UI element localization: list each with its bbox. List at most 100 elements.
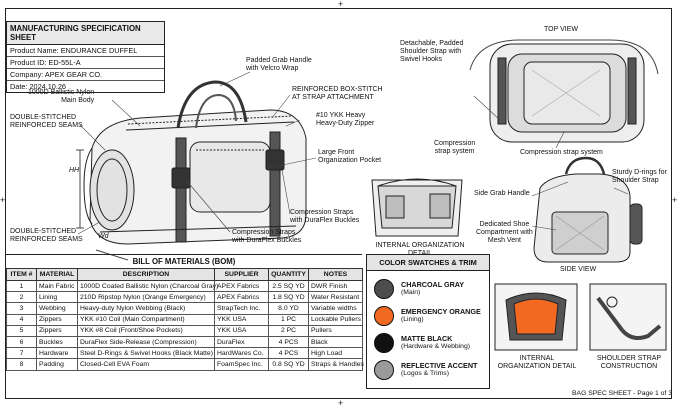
bom-col-quantity: QUANTITY <box>268 268 309 281</box>
cell: HardWares Co. <box>214 347 269 360</box>
callout-compression-straps-2: Compression Straps with DuraFlex Buckles <box>232 229 301 245</box>
cell: 6 <box>6 335 37 349</box>
callout-side-grab: Side Grab Handle <box>474 190 530 197</box>
callout-line: Shoulder Strap <box>612 177 659 185</box>
callout-line: INTERNAL <box>519 355 555 362</box>
cell: YKK #8 Coil (Front/Shoe Pockets) <box>77 324 215 337</box>
cell: 1.8 SQ YD <box>268 291 309 304</box>
cell: 210D Ripstop Nylon (Orange Emergency) <box>77 291 215 304</box>
inset-internal-organization <box>494 283 578 351</box>
cell: Heavy-duty Nylon Webbing (Black) <box>77 302 215 315</box>
swatches-title: COLOR SWATCHES & TRIM <box>367 255 489 271</box>
view-label-internal-small: INTERNAL ORGANIZATION DETAIL <box>496 355 578 371</box>
internal-detail-drawing <box>371 178 463 237</box>
swatch-dot <box>374 333 394 353</box>
callout-shoulder-strap: Detachable, Padded Shoulder Strap with S… <box>400 40 463 64</box>
swatch-name: EMERGENCY ORANGE <box>401 307 481 316</box>
cell: Steel D-Rings & Swivel Hooks (Black Matt… <box>77 347 215 360</box>
swatch-desc: (Lining) <box>401 316 424 323</box>
cell: Lining <box>36 291 78 304</box>
callout-line: Mesh Vent <box>487 237 521 245</box>
cell: 3 <box>6 302 37 315</box>
swatch-desc: (Hardware & Webbing) <box>401 343 471 350</box>
center-mark-right: + <box>672 195 678 205</box>
callout-line: Sturdy D-rings for <box>612 169 667 176</box>
callout-line: REINFORCED SEAMS <box>10 236 83 244</box>
callout-line: Dedicated Shoe <box>479 221 530 228</box>
callout-line: strap system <box>434 148 475 156</box>
cell: Black <box>308 335 363 349</box>
callout-double-stitched-bottom: DOUBLE-STITCHED REINFORCED SEAMS <box>10 228 83 244</box>
callout-line: SHOULDER STRAP <box>596 355 662 362</box>
view-label-internal: INTERNAL ORGANIZATION DETAIL <box>375 242 465 258</box>
swatch-dot <box>374 360 394 380</box>
cell: 8.0 YD <box>268 302 309 315</box>
cell: APEX Fabrics <box>214 279 269 293</box>
main-bag-drawing <box>76 71 317 261</box>
callout-line: Compression <box>434 140 476 147</box>
callout-line: Organization Pocket <box>318 157 382 165</box>
company: Company: APEX GEAR CO. <box>7 69 164 81</box>
callout-line: Shoulder Strap with <box>400 48 462 56</box>
callout-zipper: #10 YKK Heavy Heavy-Duty Zipper <box>316 112 374 128</box>
cell: 8 <box>6 358 37 371</box>
cell: DWR Finish <box>308 279 363 293</box>
callout-line: CONSTRUCTION <box>600 363 658 371</box>
cell: YKK #10 Coil (Main Compartment) <box>77 313 215 326</box>
callout-box-stitch: REINFORCED BOX-STITCH AT STRAP ATTACHMEN… <box>292 86 383 102</box>
cell: 4 PCS <box>268 347 309 360</box>
bom-header-row: ITEM # MATERIAL DESCRIPTION SUPPLIER QUA… <box>6 268 363 281</box>
side-view-drawing <box>531 156 643 263</box>
cell: 0.8 SQ YD <box>268 358 309 371</box>
callout-line: REINFORCED SEAMS <box>10 122 83 130</box>
bom-table-block: BILL OF MATERIALS (BOM) ITEM # MATERIAL … <box>6 254 364 371</box>
cell: Hardware <box>36 347 78 360</box>
cell: 4 <box>6 313 37 326</box>
swatch-matte-black: MATTE BLACK (Hardware & Webbing) <box>374 333 490 357</box>
swatch-emergency-orange: EMERGENCY ORANGE (Lining) <box>374 306 490 330</box>
bom-col-notes: NOTES <box>308 268 363 281</box>
cell: YKK USA <box>214 313 269 326</box>
color-swatches-panel: COLOR SWATCHES & TRIM CHARCOAL GRAY (Mai… <box>366 254 490 389</box>
dim-width: Wd <box>98 233 109 240</box>
cell: 1 <box>6 279 37 293</box>
callout-line: with DuraFlex Buckles <box>232 237 302 245</box>
callout-compression-straps-1: Compression Straps with DuraFlex Buckles <box>290 209 359 225</box>
callout-compression-system-1: Compression strap system <box>434 140 475 156</box>
swatch-reflective-accent: REFLECTIVE ACCENT (Logos & Trims) <box>374 360 490 384</box>
cell: Pullers <box>308 324 363 337</box>
footer-page-label: BAG SPEC SHEET - Page 1 of 3 <box>572 390 672 397</box>
cell: 2 <box>6 291 37 304</box>
center-mark-bottom: + <box>338 398 344 408</box>
cell: 1 PC <box>268 313 309 326</box>
callout-double-stitched-top: DOUBLE-STITCHED REINFORCED SEAMS <box>10 114 83 130</box>
cell: Straps & Handles <box>308 358 364 371</box>
cell: Zippers <box>36 313 78 326</box>
callout-line: Compartment with <box>476 229 533 237</box>
callout-line: Heavy-Duty Zipper <box>316 120 375 128</box>
callout-d-rings: Sturdy D-rings for Shoulder Strap <box>612 169 667 185</box>
cell: YKK USA <box>214 324 269 337</box>
callout-line: Swivel Hooks <box>400 56 443 64</box>
inset-shoulder-strap-construction <box>589 283 667 351</box>
cell: High Load <box>308 347 363 360</box>
cell: 2.5 SQ YD <box>268 279 309 293</box>
swatch-name: REFLECTIVE ACCENT <box>401 361 478 370</box>
cell: Variable widths <box>308 302 363 315</box>
cell: DuraFlex Side-Release (Compression) <box>77 335 215 349</box>
callout-compression-system-2: Compression strap system <box>520 149 603 156</box>
center-mark-left: + <box>0 195 6 205</box>
callout-grab-handle: Padded Grab Handle with Velcro Wrap <box>246 57 312 73</box>
swatch-charcoal-gray: CHARCOAL GRAY (Main) <box>374 279 490 303</box>
callout-line: AT STRAP ATTACHMENT <box>292 94 374 102</box>
cell: 4 PCS <box>268 335 309 349</box>
bom-col-item: ITEM # <box>6 268 37 281</box>
callout-line: REINFORCED BOX-STITCH <box>292 86 383 93</box>
bom-table: ITEM # MATERIAL DESCRIPTION SUPPLIER QUA… <box>6 268 364 371</box>
